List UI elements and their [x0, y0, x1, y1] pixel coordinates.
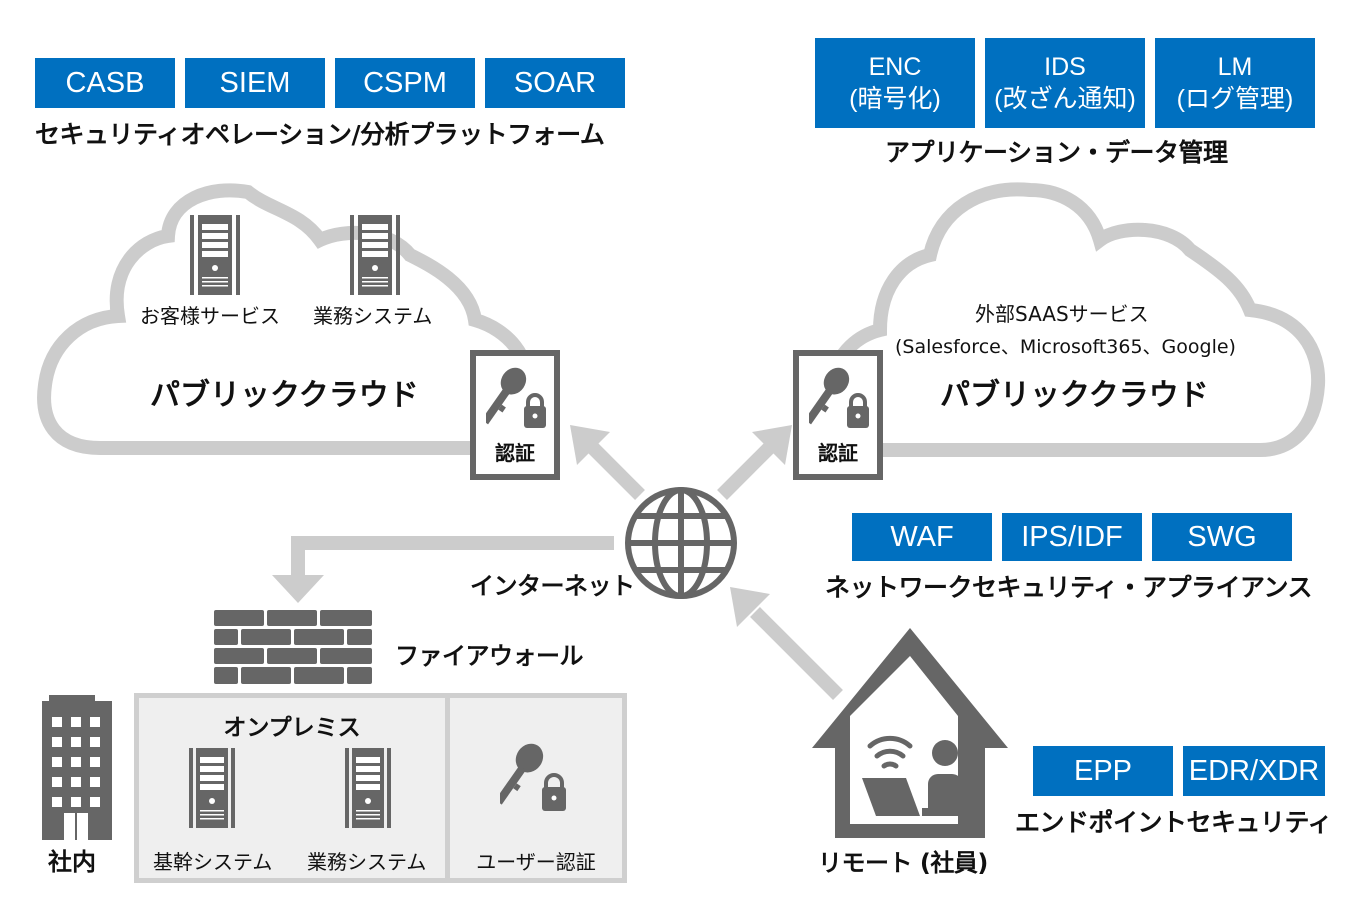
- server-icon: [189, 748, 235, 828]
- saas-title: 外部SAASサービス: [975, 302, 1149, 326]
- office-label: 社内: [48, 848, 96, 876]
- globe-icon: [625, 487, 737, 599]
- endpoint-tag-row: EPP EDR/XDR: [1033, 746, 1325, 796]
- right-auth-label: 認証: [818, 441, 858, 465]
- tag-ids-desc: (改ざん通知): [994, 85, 1136, 113]
- network-caption: ネットワークセキュリティ・アプライアンス: [825, 573, 1313, 602]
- onprem-server-label: 基幹システム: [153, 850, 273, 874]
- tag-enc[interactable]: ENC (暗号化): [815, 38, 975, 128]
- left-cloud-title: パブリッククラウド: [150, 378, 419, 413]
- appdata-tag-row: ENC (暗号化) IDS (改ざん通知) LM (ログ管理): [815, 38, 1315, 128]
- firewall-label: ファイアウォール: [395, 642, 584, 670]
- tag-swg[interactable]: SWG: [1152, 513, 1292, 561]
- onprem-server-label: 業務システム: [307, 850, 427, 874]
- tag-epp[interactable]: EPP: [1033, 746, 1173, 796]
- tag-edr-xdr[interactable]: EDR/XDR: [1183, 746, 1325, 796]
- right-cloud-title: パブリッククラウド: [940, 378, 1209, 413]
- server-icon: [345, 748, 391, 828]
- remote-label: リモート (社員): [818, 849, 988, 877]
- onprem-title: オンプレミス: [223, 715, 361, 741]
- user-auth-label: ユーザー認証: [476, 850, 596, 874]
- tag-lm[interactable]: LM (ログ管理): [1155, 38, 1315, 128]
- arrow-to-right-cloud: [717, 425, 792, 500]
- right-auth-box[interactable]: 認証: [793, 350, 883, 480]
- user-auth-panel[interactable]: ユーザー認証: [445, 693, 627, 883]
- left-auth-label: 認証: [495, 441, 535, 465]
- tag-enc-desc: (暗号化): [849, 85, 941, 113]
- server-icon: [190, 215, 240, 295]
- left-cloud-server-label: 業務システム: [313, 304, 433, 328]
- tag-lm-code: LM: [1217, 53, 1253, 81]
- tag-ids-code: IDS: [1044, 53, 1086, 81]
- left-auth-box[interactable]: 認証: [470, 350, 560, 480]
- endpoint-caption: エンドポイントセキュリティ: [1015, 808, 1333, 837]
- network-tag-row: WAF IPS/IDF SWG: [852, 513, 1292, 561]
- arrow-from-remote: [730, 587, 843, 700]
- secops-tag-row: CASB SIEM CSPM SOAR: [35, 58, 625, 108]
- tag-ips-idf[interactable]: IPS/IDF: [1002, 513, 1142, 561]
- secops-caption: セキュリティオペレーション/分析プラットフォーム: [35, 120, 605, 149]
- key-lock-icon: [486, 367, 546, 428]
- tag-lm-desc: (ログ管理): [1176, 85, 1294, 113]
- arrow-to-firewall: [272, 536, 614, 603]
- home-worker-icon: [812, 628, 1008, 838]
- building-icon: [42, 695, 112, 840]
- appdata-caption: アプリケーション・データ管理: [885, 138, 1228, 167]
- server-icon: [350, 215, 400, 295]
- onprem-panel: オンプレミス 基幹システム 業務システム: [134, 693, 450, 883]
- key-lock-icon: [500, 743, 566, 811]
- key-lock-icon: [809, 367, 869, 428]
- tag-soar[interactable]: SOAR: [485, 58, 625, 108]
- tag-siem[interactable]: SIEM: [185, 58, 325, 108]
- saas-examples: (Salesforce、Microsoft365、Google): [895, 336, 1236, 358]
- brick-wall-icon: [214, 610, 372, 684]
- left-cloud-server-label: お客様サービス: [140, 304, 280, 328]
- tag-enc-code: ENC: [868, 53, 922, 81]
- tag-waf[interactable]: WAF: [852, 513, 992, 561]
- arrow-to-left-cloud: [570, 425, 645, 500]
- tag-casb[interactable]: CASB: [35, 58, 175, 108]
- internet-label: インターネット: [470, 572, 635, 600]
- right-cloud-outline: [821, 182, 1326, 457]
- tag-cspm[interactable]: CSPM: [335, 58, 475, 108]
- tag-ids[interactable]: IDS (改ざん通知): [985, 38, 1145, 128]
